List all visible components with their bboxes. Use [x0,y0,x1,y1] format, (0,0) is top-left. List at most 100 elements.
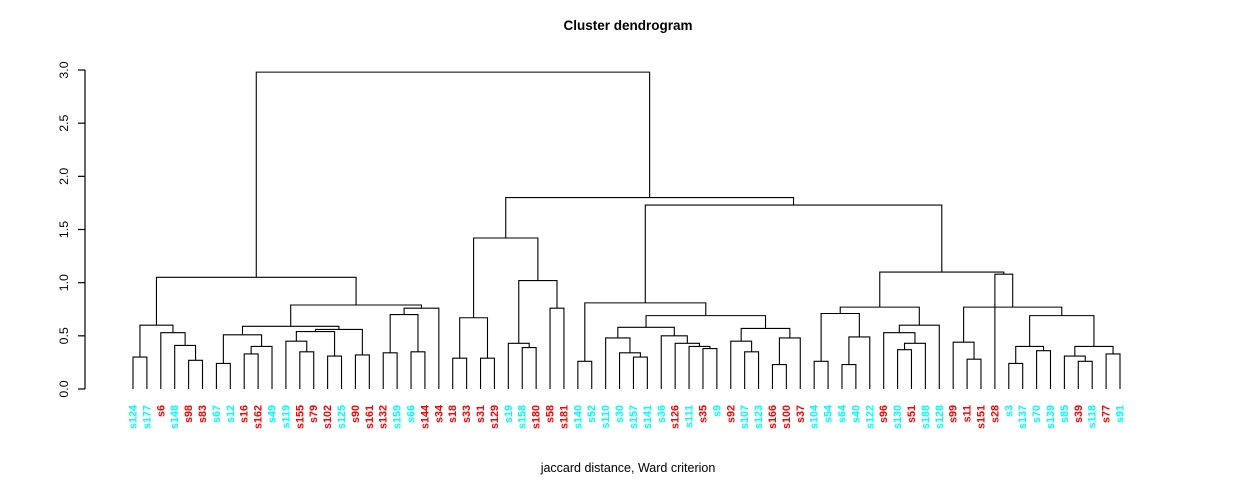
leaf-label: s107 [739,405,751,429]
leaf-label: s119 [280,405,292,428]
merge-link [632,356,648,389]
leaf-label: s132 [378,405,390,429]
leaf-label: s83 [197,405,209,423]
y-axis-tick-label: 3.0 [57,61,71,78]
leaf-label: s70 [1031,405,1043,423]
merge-link [299,351,315,389]
leaf-label: s98 [183,405,195,423]
leaf-label: s35 [697,405,709,423]
merge-link [295,331,336,357]
leaf-label: s6 [155,405,167,417]
merge-link [327,355,343,389]
leaf-label: s77 [1101,405,1113,423]
leaf-label: s36 [656,405,668,423]
leaf-label: s181 [558,405,570,429]
leaf-label: s126 [670,405,682,429]
merge-link [605,337,631,389]
merge-link [848,336,871,389]
merge-link [160,332,186,389]
leaf-label: s161 [364,405,376,429]
leaf-label: s54 [823,405,835,423]
leaf-label: s16 [239,405,251,423]
leaf-label: s85 [1059,405,1071,423]
merge-link [139,324,174,358]
leaf-label: s33 [461,405,473,423]
merge-link [403,307,440,389]
merge-link [1036,350,1052,389]
merge-link [813,360,829,389]
leaf-label: s130 [892,405,904,429]
merge-link [577,360,593,389]
leaf-label: s67 [211,405,223,423]
leaf-label: s139 [1045,405,1057,429]
leaf-label: s129 [489,405,501,429]
leaf-label: s37 [795,405,807,423]
leaf-label: s40 [850,405,862,423]
merge-link [255,71,651,278]
leaf-label: s18 [447,405,459,423]
dendrogram-tree [132,71,1121,389]
leaf-label: s34 [433,405,445,423]
leaf-label: s162 [253,405,265,429]
merge-link [1015,345,1045,364]
leaf-label: s91 [1115,405,1127,423]
merge-link [285,340,308,389]
leaf-label: s104 [809,405,821,429]
merge-link [507,342,530,389]
leaf-label: s90 [350,405,362,423]
leaf-label: s124 [128,405,140,429]
merge-link [730,340,753,389]
merge-link [966,358,982,389]
merge-link [354,354,370,389]
merge-link [521,346,537,389]
merge-link [250,345,273,389]
leaf-label: s141 [642,405,654,429]
merge-link [584,302,707,362]
y-axis-tick-label: 2.5 [57,114,71,131]
merge-link [618,352,641,389]
merge-link [505,197,795,239]
y-axis-tick-label: 0.5 [57,327,71,344]
leaf-label: s122 [864,405,876,429]
merge-link [518,279,558,344]
merge-link [1029,315,1095,347]
merge-link [549,307,565,389]
merge-link [215,362,231,389]
leaf-label: s30 [614,405,626,423]
merge-link [994,273,1014,389]
merge-link [222,334,263,364]
merge-link [459,317,489,359]
y-axis-tick-label: 1.5 [57,221,71,238]
leaf-label: s66 [406,405,418,423]
leaf-label: s9 [711,405,723,417]
leaf-label: s118 [1087,405,1099,428]
leaf-label: s188 [920,405,932,429]
leaf-label: s102 [322,405,334,429]
leaf-label: s96 [878,405,890,423]
merge-link [674,342,701,389]
leaf-label: s3 [1003,405,1015,417]
merge-link [479,357,495,389]
leaf-label: s110 [600,405,612,428]
merge-link [688,345,711,389]
merge-link [702,348,718,389]
leaf-label: s51 [906,405,918,423]
leaf-label: s148 [169,405,181,429]
leaf-label: s28 [989,405,1001,423]
leaf-label: s137 [1017,405,1029,429]
merge-link [1105,353,1121,389]
leaf-label: s159 [392,405,404,429]
merge-link [132,356,148,389]
merge-link [898,324,940,389]
leaf-label: s128 [934,405,946,429]
leaf-label: s177 [141,405,153,429]
leaf-label: s19 [503,405,515,423]
leaf-label: s64 [836,405,848,423]
merge-link [883,332,916,389]
merge-link [174,344,197,389]
leaf-label: s11 [962,405,974,422]
merge-link [1074,345,1114,357]
